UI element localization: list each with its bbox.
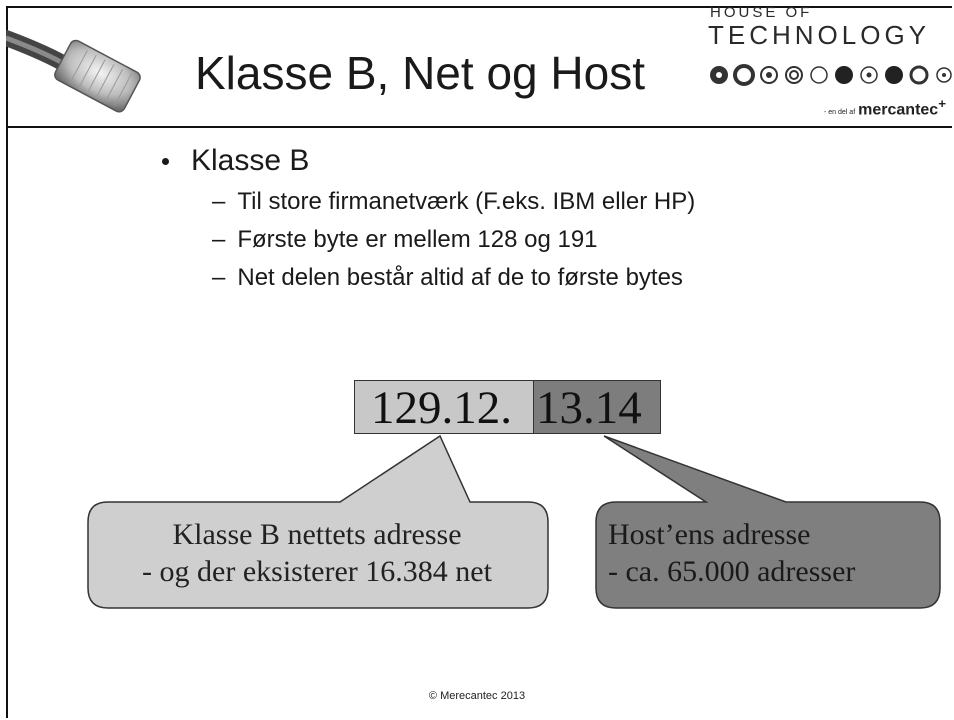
bullet-item: Klasse B: [162, 144, 695, 178]
footer-copyright: © Merecantec 2013: [428, 690, 526, 702]
slide-title: Klasse B, Net og Host: [195, 47, 645, 99]
logo-line1: HOUSE OF: [710, 4, 813, 21]
callout-host-text: Host’ens adresse - ca. 65.000 adresser: [596, 516, 952, 590]
callout-net-text: Klasse B nettets adresse - og der eksist…: [88, 516, 546, 590]
slide-frame: [6, 6, 952, 718]
callout-host-line1: Host’ens adresse: [608, 518, 811, 551]
callout-net-line2: - og der eksisterer 16.384 net: [142, 555, 492, 588]
sub-bullet-text: Til store firmanetværk (F.eks. IBM eller…: [237, 188, 696, 215]
sub-bullet-item: –Første byte er mellem 128 og 191: [212, 226, 598, 253]
network-cable-icon: [6, 30, 141, 113]
title-divider: [6, 126, 952, 128]
bullet-dot-icon: [162, 157, 169, 165]
bullet-list: Klasse B –Til store firmanetværk (F.eks.…: [162, 144, 695, 292]
sub-bullet-item: –Til store firmanetværk (F.eks. IBM elle…: [212, 188, 696, 215]
logo-dots-icon: [710, 64, 952, 86]
logo-line2: TECHNOLOGY: [708, 20, 931, 50]
sub-bullet-text: Første byte er mellem 128 og 191: [237, 226, 598, 253]
callout-net-shape: [87, 434, 549, 609]
callout-host-shape: [595, 435, 941, 609]
logo-tagline-prefix: - en del af: [824, 109, 856, 117]
logo-tagline-brand: mercantec: [858, 101, 939, 119]
callout-host-line2: - ca. 65.000 adresser: [608, 555, 856, 588]
sub-bullet-item: –Net delen består altid af de to første …: [212, 264, 683, 291]
ip-net-part: 129.12.: [354, 380, 533, 434]
sub-bullet-text: Net delen består altid af de to første b…: [237, 264, 683, 291]
callout-net-line1: Klasse B nettets adresse: [172, 518, 462, 551]
bullet-text: Klasse B: [191, 144, 310, 177]
ip-host-part: 13.14: [533, 380, 661, 434]
